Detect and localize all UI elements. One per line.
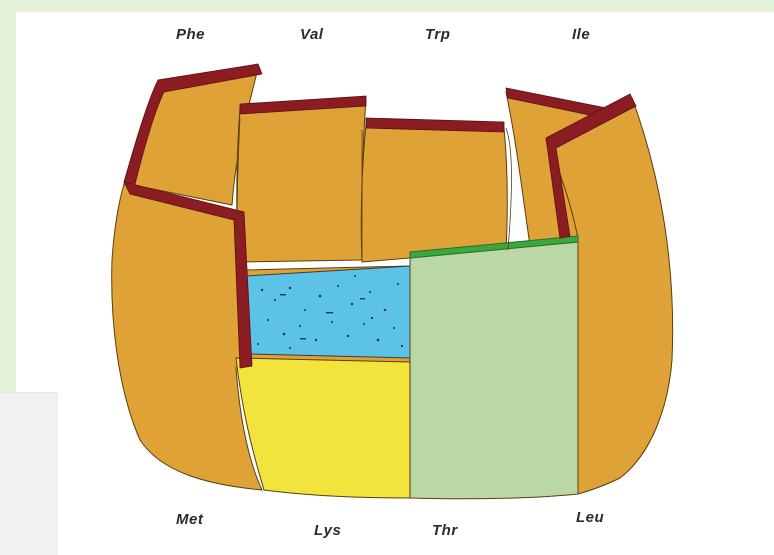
stave-trp: [361, 124, 507, 262]
stave-thr: [410, 242, 578, 499]
stave-val: [237, 100, 366, 262]
stave-lys: [236, 358, 410, 498]
